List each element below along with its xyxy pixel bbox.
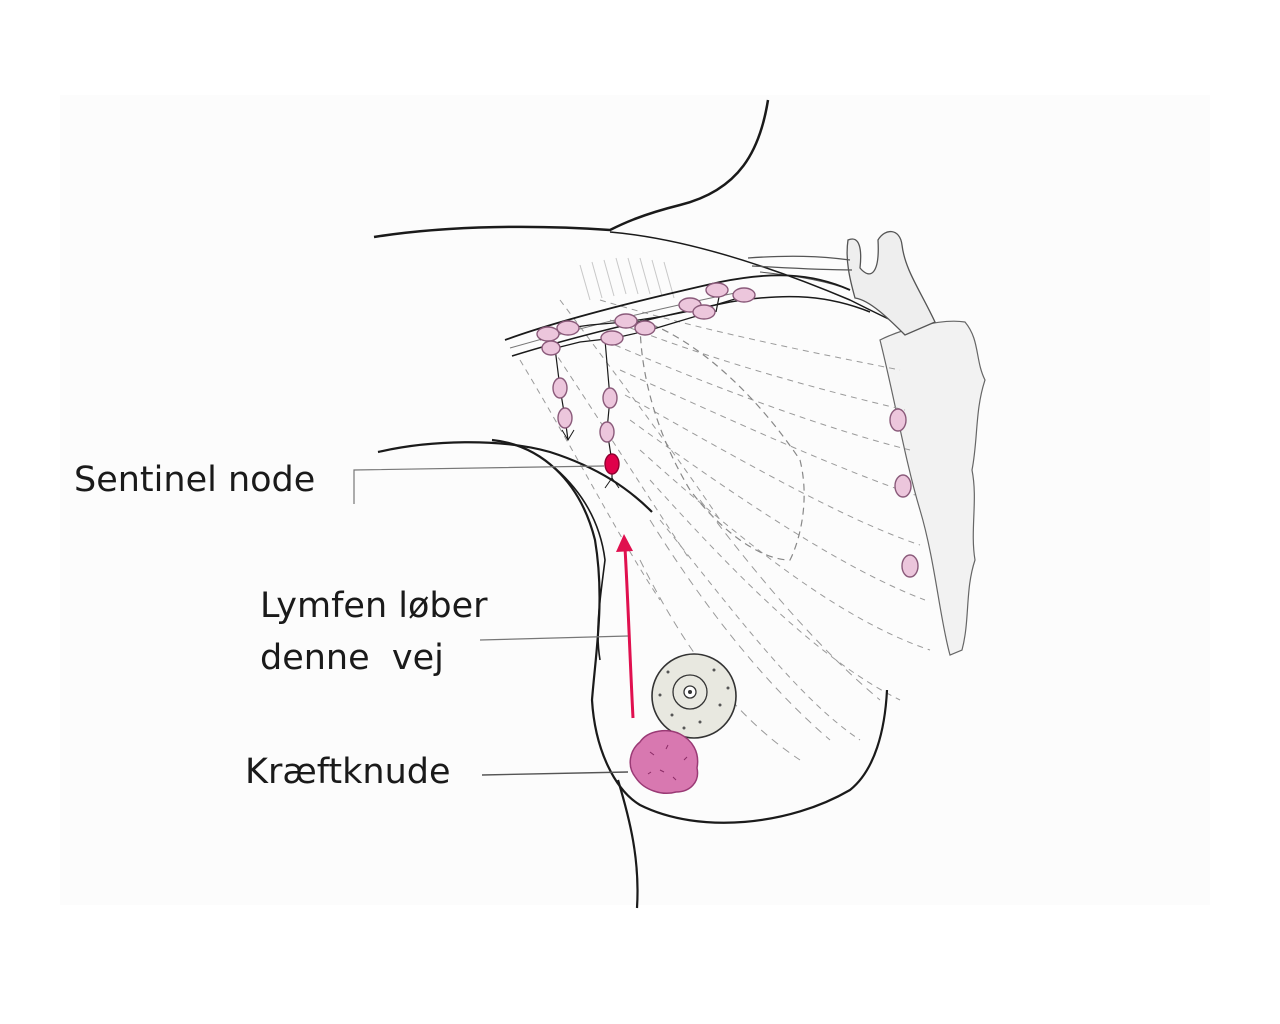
- areola-ring: [672, 674, 708, 710]
- lymph-node: [536, 326, 560, 342]
- lymph-flow-arrowhead: [616, 534, 633, 552]
- cancer-lump-label: Kræftknude: [245, 752, 451, 792]
- lymph-flow-label-line1: Lymfen løber: [260, 586, 488, 626]
- axillary-band-bottom: [511, 295, 871, 357]
- lymph-node: [600, 330, 624, 346]
- vessel-upper: [747, 255, 851, 261]
- pectoral-muscle-fibers: [519, 299, 931, 741]
- lymph-node: [602, 387, 618, 409]
- pectoralis-minor: [639, 319, 805, 561]
- lymph-flow-label-line2: denne vej: [260, 638, 444, 678]
- lymph-node: [901, 554, 919, 578]
- lymph-node: [894, 474, 912, 498]
- lymph-node: [732, 287, 756, 303]
- clavicle-head: [846, 230, 936, 336]
- vessel-lower: [751, 265, 853, 271]
- lymph-node: [552, 377, 568, 399]
- sentinel-node-label: Sentinel node: [74, 460, 316, 500]
- lymph-node-group: [536, 282, 919, 578]
- lymph-node: [557, 407, 573, 429]
- lymph-node: [889, 408, 907, 432]
- neck-contour: [373, 99, 770, 239]
- sentinel-node: [604, 453, 620, 475]
- lymph-node: [556, 320, 580, 336]
- lymph-flow-label: Lymfen løber denne vej: [260, 580, 488, 684]
- sentinel-leader-line: [353, 465, 605, 504]
- areola-dots: [658, 668, 730, 730]
- lymph-node: [614, 313, 638, 329]
- lymph-leader-line: [479, 635, 629, 641]
- armpit-contour: [377, 441, 653, 513]
- lymph-node: [634, 320, 656, 336]
- vessel-ties: [561, 429, 620, 489]
- muscle-hatching: [579, 257, 675, 301]
- lymph-node: [692, 304, 716, 320]
- cancer-lump: [629, 729, 699, 794]
- lymph-node: [705, 282, 729, 298]
- lump-texture: [647, 744, 688, 781]
- lymph-node: [541, 340, 561, 356]
- lump-leader-line: [481, 771, 629, 776]
- sternum: [879, 320, 986, 656]
- torso-side-contour: [616, 779, 639, 909]
- breast-inner-contour: [554, 467, 606, 661]
- lymph-node: [599, 421, 615, 443]
- lymph-flow-arrow: [623, 547, 635, 719]
- breast-outer-contour: [491, 438, 889, 824]
